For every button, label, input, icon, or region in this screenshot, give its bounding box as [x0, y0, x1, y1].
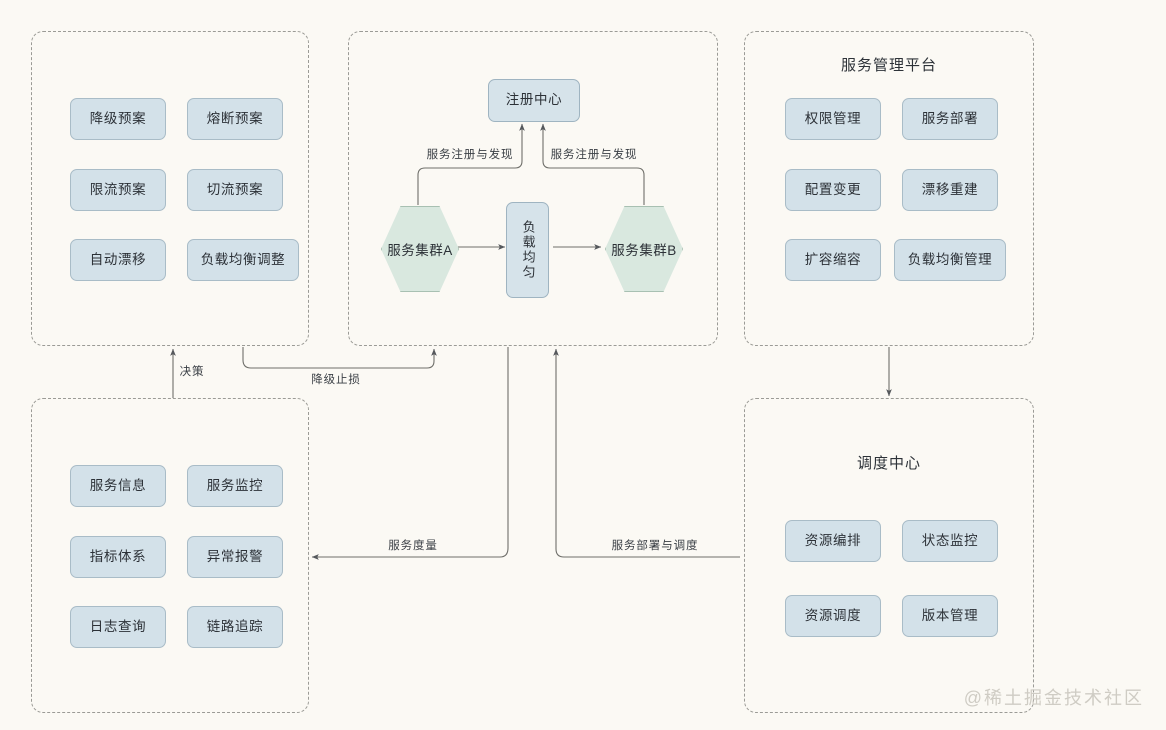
node-resource-scheduling[interactable]: 资源调度 — [785, 595, 881, 637]
edge-deploy-schedule — [553, 348, 740, 558]
node-drift-rebuild[interactable]: 漂移重建 — [902, 169, 998, 211]
node-auto-drift[interactable]: 自动漂移 — [70, 239, 166, 281]
node-degrade-plan[interactable]: 降级预案 — [70, 98, 166, 140]
node-anomaly-alert[interactable]: 异常报警 — [187, 536, 283, 578]
scheduler-panel-title: 调度中心 — [856, 455, 921, 472]
node-service-monitoring[interactable]: 服务监控 — [187, 465, 283, 507]
node-rate-limit-plan[interactable]: 限流预案 — [70, 169, 166, 211]
node-load-balance-adjust[interactable]: 负载均衡调整 — [187, 239, 299, 281]
node-traffic-switch-plan[interactable]: 切流预案 — [187, 169, 283, 211]
node-service-cluster-a[interactable]: 服务集群A — [381, 206, 459, 292]
edge-label-metrics: 服务度量 — [388, 540, 438, 552]
node-resource-orchestration[interactable]: 资源编排 — [785, 520, 881, 562]
edge-label-register-left: 服务注册与发现 — [426, 149, 514, 161]
node-permission-management[interactable]: 权限管理 — [785, 98, 881, 140]
node-scale-in-out[interactable]: 扩容缩容 — [785, 239, 881, 281]
plan-panel: 降级预案 熔断预案 限流预案 切流预案 自动漂移 负载均衡调整 — [31, 31, 309, 346]
node-load-balancer[interactable]: 负载均匀 — [506, 202, 549, 298]
node-circuit-breaker-plan[interactable]: 熔断预案 — [187, 98, 283, 140]
node-load-balance-management[interactable]: 负载均衡管理 — [894, 239, 1006, 281]
node-service-cluster-b[interactable]: 服务集群B — [605, 206, 683, 292]
node-registry-center[interactable]: 注册中心 — [488, 79, 580, 122]
node-status-monitoring[interactable]: 状态监控 — [902, 520, 998, 562]
node-service-deployment[interactable]: 服务部署 — [902, 98, 998, 140]
node-metrics-system[interactable]: 指标体系 — [70, 536, 166, 578]
node-service-info[interactable]: 服务信息 — [70, 465, 166, 507]
observability-panel: 服务信息 服务监控 指标体系 异常报警 日志查询 链路追踪 — [31, 398, 309, 713]
node-version-management[interactable]: 版本管理 — [902, 595, 998, 637]
scheduler-panel: 调度中心 资源编排 状态监控 资源调度 版本管理 — [744, 398, 1034, 713]
edge-label-decision: 决策 — [179, 366, 205, 378]
edge-label-register-right: 服务注册与发现 — [550, 149, 638, 161]
edge-degrade — [242, 347, 437, 369]
node-trace-tracking[interactable]: 链路追踪 — [187, 606, 283, 648]
edge-label-deploy-schedule: 服务部署与调度 — [611, 540, 699, 552]
watermark: @稀土掘金技术社区 — [963, 688, 1144, 708]
service-panel: 注册中心 服务集群A 负载均匀 服务集群B — [348, 31, 718, 346]
node-log-query[interactable]: 日志查询 — [70, 606, 166, 648]
node-config-change[interactable]: 配置变更 — [785, 169, 881, 211]
platform-panel: 服务管理平台 权限管理 服务部署 配置变更 漂移重建 扩容缩容 负载均衡管理 — [744, 31, 1034, 346]
edge-label-degrade: 降级止损 — [311, 374, 361, 386]
platform-panel-title: 服务管理平台 — [840, 57, 937, 74]
